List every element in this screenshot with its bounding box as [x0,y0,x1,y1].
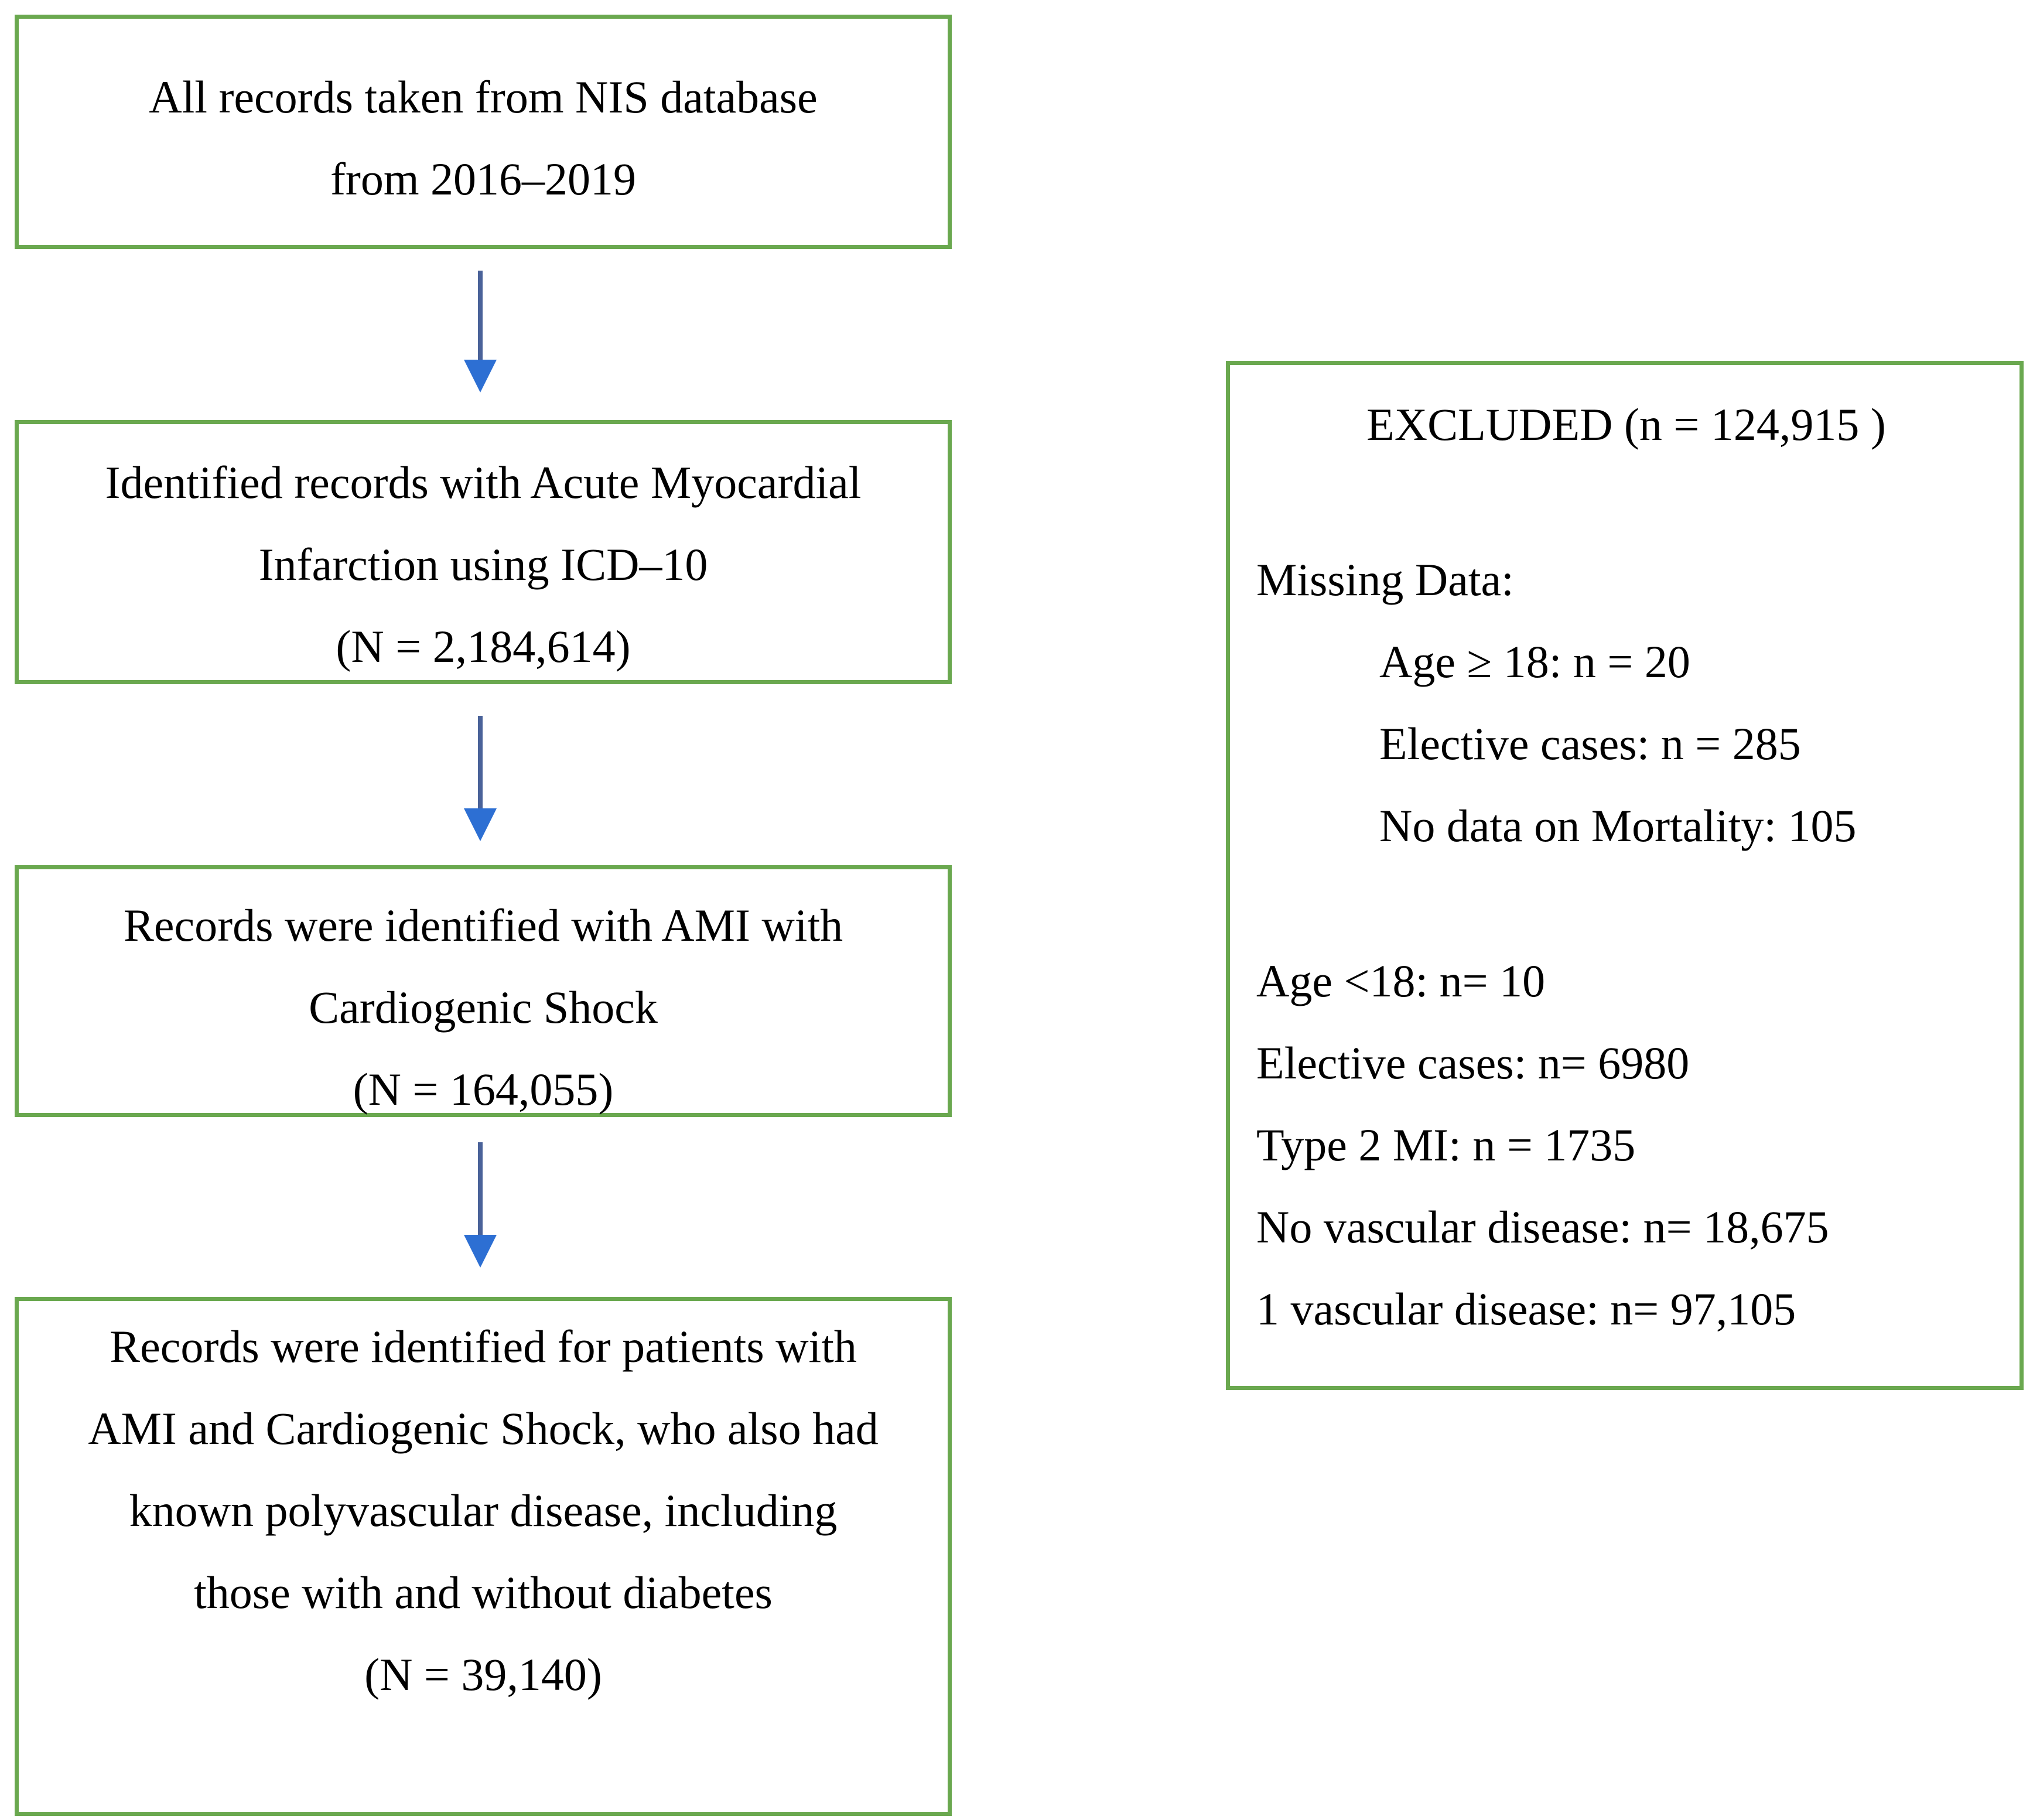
flow-box-line: Cardiogenic Shock [309,982,658,1033]
excluded-item: Type 2 MI: n = 1735 [1256,1119,1636,1170]
down-arrow-3 [464,1142,497,1268]
flow-box-polyvascular-cohort: Records were identified for patients wit… [15,1297,952,1816]
excluded-item: Elective cases: n= 6980 [1256,1037,1690,1088]
flow-box-cardiogenic-shock: Records were identified with AMI with Ca… [15,865,952,1117]
flow-box-line: (N = 164,055) [353,1064,614,1115]
down-arrow-2 [464,716,497,841]
excluded-item: 1 vascular disease: n= 97,105 [1256,1283,1796,1334]
arrow-head-icon [464,1235,497,1268]
excluded-title: EXCLUDED (n = 124,915 ) [1366,399,1886,450]
flow-box-ami-records: Identified records with Acute Myocardial… [15,420,952,684]
flow-box-line: (N = 39,140) [364,1649,602,1700]
down-arrow-1 [464,271,497,392]
arrow-head-icon [464,808,497,841]
flow-box-line: Records were identified for patients wit… [110,1321,857,1372]
flow-box-line: All records taken from NIS database [149,71,818,122]
flow-box-line: Records were identified with AMI with [123,900,843,951]
missing-data-header: Missing Data: [1256,554,1514,605]
excluded-item: Age <18: n= 10 [1256,955,1546,1006]
flow-box-line: from 2016–2019 [330,153,637,204]
arrow-stem [478,271,483,360]
flow-box-line: (N = 2,184,614) [336,621,631,672]
flow-box-line: known polyvascular disease, including [129,1485,838,1536]
excluded-item: Elective cases: n = 285 [1379,718,1801,769]
arrow-stem [478,716,483,808]
excluded-item: No data on Mortality: 105 [1379,800,1857,851]
flow-box-line: those with and without diabetes [194,1567,773,1618]
flow-box-line: Infarction using ICD–10 [258,539,708,590]
flow-box-line: Identified records with Acute Myocardial [105,457,862,508]
excluded-item: Age ≥ 18: n = 20 [1379,636,1690,687]
excluded-item: No vascular disease: n= 18,675 [1256,1201,1829,1252]
excluded-box: EXCLUDED (n = 124,915 ) Missing Data: Ag… [1226,361,2024,1390]
arrow-head-icon [464,360,497,392]
flow-box-source-records: All records taken from NIS database from… [15,15,952,249]
flow-box-line: AMI and Cardiogenic Shock, who also had [88,1403,879,1454]
arrow-stem [478,1142,483,1235]
